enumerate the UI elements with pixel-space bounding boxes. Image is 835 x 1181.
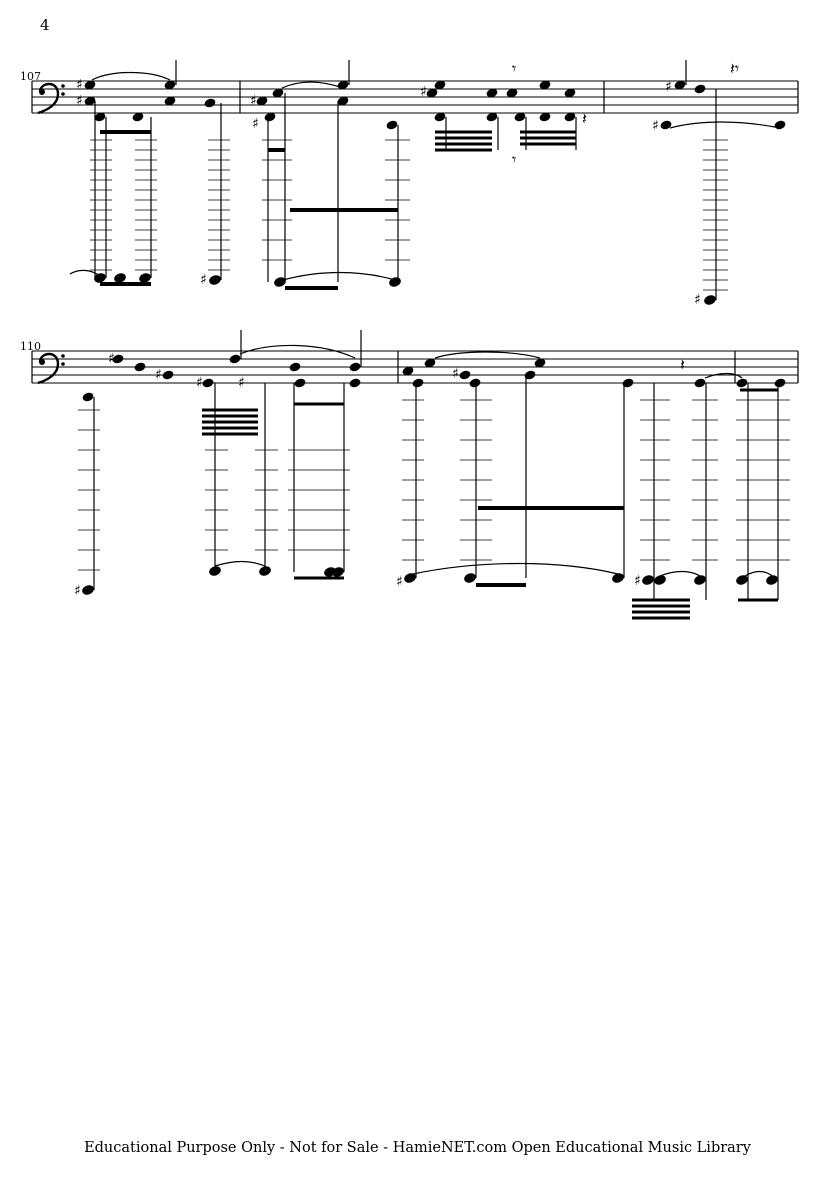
svg-text:♯: ♯ (200, 272, 207, 288)
svg-text:♯: ♯ (420, 84, 427, 100)
svg-text:♯: ♯ (196, 375, 203, 391)
page-number: 4 (40, 16, 50, 34)
measure-109 (660, 80, 786, 305)
svg-text:♯: ♯ (76, 93, 83, 109)
svg-text:♯: ♯ (652, 118, 659, 134)
svg-text:♯: ♯ (252, 116, 259, 132)
svg-text:♯: ♯ (694, 292, 701, 308)
svg-text:♯: ♯ (452, 366, 459, 382)
svg-text:𝄾: 𝄾 (512, 59, 516, 78)
svg-text:♯: ♯ (74, 583, 81, 599)
staff-system-1: ♯ ♯ ♯ (31, 59, 799, 308)
svg-text:♯: ♯ (238, 375, 245, 391)
measure-108 (256, 80, 401, 287)
staff-system-2: ♯ ♯ ♯ ♯ ♯ (31, 330, 799, 620)
measure-110 (82, 354, 361, 595)
svg-text:𝄾: 𝄾 (512, 150, 516, 169)
svg-text:♯: ♯ (76, 77, 83, 93)
measure-number-system-2: 110 (20, 340, 41, 353)
svg-text:𝄽𝄾: 𝄽𝄾 (730, 59, 739, 78)
measure-112 (642, 378, 786, 585)
bass-clef-icon (37, 82, 65, 115)
svg-text:♯: ♯ (108, 351, 115, 367)
svg-text:♯: ♯ (155, 367, 162, 383)
bass-clef-icon (37, 352, 65, 385)
measure-108-b (426, 80, 576, 122)
measure-107 (84, 80, 221, 285)
svg-text:♯: ♯ (665, 79, 672, 95)
measure-111 (402, 358, 634, 583)
svg-text:𝄽: 𝄽 (680, 355, 685, 374)
svg-text:♯: ♯ (396, 574, 403, 590)
measure-number-system-1: 107 (20, 70, 41, 83)
svg-text:♯: ♯ (250, 93, 257, 109)
footer-notice: Educational Purpose Only - Not for Sale … (84, 1140, 751, 1156)
svg-text:𝄽: 𝄽 (582, 109, 587, 128)
svg-text:♯: ♯ (634, 573, 641, 589)
